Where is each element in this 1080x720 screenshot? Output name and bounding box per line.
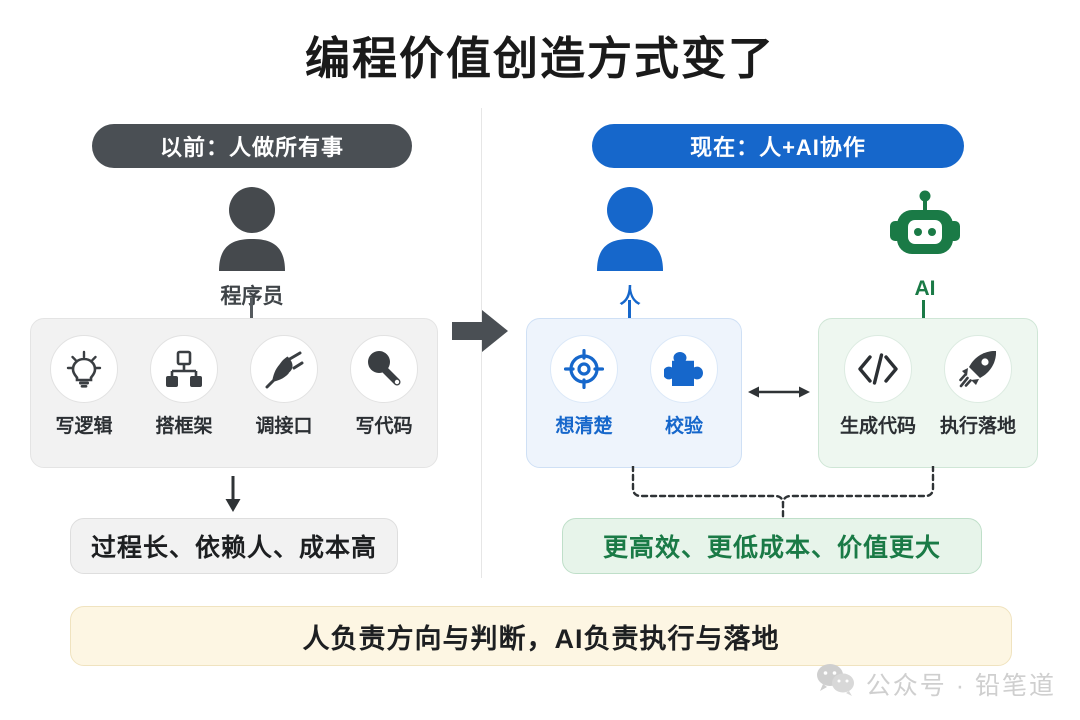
code-brackets-icon [844, 335, 912, 403]
left-panel-header: 以前：人做所有事 [92, 124, 412, 168]
task-item: 调接口 [234, 319, 334, 438]
rocket-icon [944, 335, 1012, 403]
new-result-box: 更高效、更低成本、价值更大 [562, 518, 982, 574]
wechat-icon [816, 663, 856, 704]
ai-connector [922, 300, 925, 320]
ai-actor: AI [865, 190, 985, 301]
task-item: 校验 [634, 319, 734, 438]
puzzle-icon [650, 335, 718, 403]
task-label: 校验 [664, 416, 703, 437]
lightbulb-icon [50, 335, 118, 403]
task-item: 生成代码 [828, 319, 928, 438]
dashed-bracket-connector [625, 464, 941, 527]
page-title: 编程价值创造方式变了 [304, 33, 775, 84]
task-item: 执行落地 [928, 319, 1028, 438]
human-task-box: 想清楚 校验 [526, 318, 742, 468]
programmer-actor: 程序员 [192, 185, 312, 310]
task-label: 搭框架 [155, 416, 213, 437]
task-label: 执行落地 [939, 416, 1016, 437]
programmer-connector [250, 298, 253, 320]
human-label: 人 [619, 285, 641, 308]
task-item: 写逻辑 [34, 319, 134, 438]
task-label: 写代码 [355, 416, 413, 437]
task-item: 写代码 [334, 319, 434, 438]
ai-task-box: 生成代码 执行落地 [818, 318, 1038, 468]
task-label: 调接口 [255, 416, 313, 437]
task-label: 写逻辑 [55, 416, 113, 437]
person-icon [213, 187, 291, 275]
robot-icon [886, 190, 964, 272]
summary-banner: 人负责方向与判断，AI负责执行与落地 [70, 606, 1012, 666]
exchange-arrow-icon [748, 382, 810, 407]
task-label: 想清楚 [555, 416, 613, 437]
plug-icon [250, 335, 318, 403]
old-result-box: 过程长、依赖人、成本高 [70, 518, 398, 574]
human-connector [628, 300, 631, 320]
task-item: 想清楚 [534, 319, 634, 438]
ai-label: AI [914, 277, 936, 300]
task-item: 搭框架 [134, 319, 234, 438]
watermark: 公众号 · 铅笔道 [816, 663, 1056, 704]
right-panel-header: 现在：人+AI协作 [592, 124, 964, 168]
human-actor: 人 [570, 185, 690, 310]
person-icon [591, 187, 669, 275]
task-label: 生成代码 [839, 416, 916, 437]
panel-divider [481, 108, 482, 578]
transition-arrow-icon [452, 308, 508, 359]
watermark-text: 公众号 · 铅笔道 [865, 671, 1056, 700]
programmer-label: 程序员 [220, 285, 284, 308]
down-arrow-icon [222, 476, 244, 517]
pen-icon [350, 335, 418, 403]
sitemap-icon [150, 335, 218, 403]
target-icon [550, 335, 618, 403]
old-task-box: 写逻辑 搭框架 [30, 318, 438, 468]
